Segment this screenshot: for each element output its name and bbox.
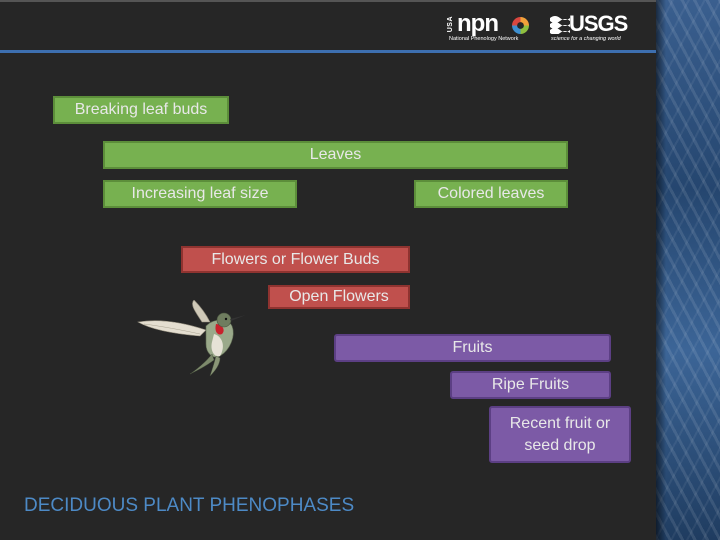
phenophase-colored-leaves: Colored leaves (414, 180, 568, 208)
npn-logo-word: npn (457, 10, 499, 37)
usgs-logo: USGS science for a changing world (550, 11, 632, 46)
phenophase-recent-fruit-or-seed-drop: Recent fruit or seed drop (489, 406, 631, 463)
slide-title: DECIDUOUS PLANT PHENOPHASES (24, 495, 355, 516)
phenophase-fruits: Fruits (334, 334, 611, 362)
usgs-wave-icon (550, 16, 570, 34)
phenophase-open-flowers: Open Flowers (268, 285, 410, 309)
phenophase-ripe-fruits: Ripe Fruits (450, 371, 611, 399)
phenophase-increasing-leaf-size: Increasing leaf size (103, 180, 297, 208)
usgs-logo-word: USGS (569, 11, 628, 36)
phenophase-breaking-leaf-buds: Breaking leaf buds (53, 96, 229, 124)
decorative-feather-panel (656, 0, 720, 540)
npn-logo-circle-icon (512, 17, 529, 34)
usgs-logo-tagline: science for a changing world (551, 36, 621, 42)
phenophase-leaves: Leaves (103, 141, 568, 169)
phenophase-flowers-or-flower-buds: Flowers or Flower Buds (181, 246, 410, 273)
top-edge-line (0, 0, 656, 2)
npn-logo-usa: USA (447, 16, 454, 33)
npn-logo: USA npn National Phenology Network (447, 10, 539, 46)
hummingbird-icon (137, 300, 246, 376)
npn-logo-subtitle: National Phenology Network (449, 36, 519, 42)
feather-panel-shadow (656, 0, 666, 540)
header-divider (0, 50, 656, 53)
